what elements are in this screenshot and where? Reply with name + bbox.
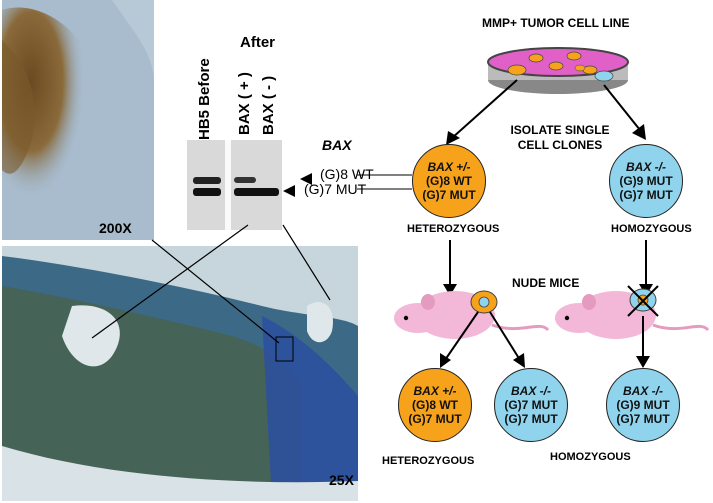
micrograph-200x-texture (2, 0, 154, 240)
tumor-het-line2: (G)7 MUT (408, 412, 462, 426)
clone-homozygous: BAX -/- (G)9 MUT (G)7 MUT (609, 144, 683, 218)
mag-200x-label: 200X (99, 220, 132, 236)
clone-heterozygous: BAX +/- (G)8 WT (G)7 MUT (412, 144, 486, 218)
clone-hom-line1: (G)9 MUT (619, 174, 673, 188)
bottom-hom-caption: HOMOZYGOUS (550, 451, 631, 463)
micrograph-25x: 25X (2, 246, 358, 501)
clone-het-genotype: BAX +/- (427, 160, 471, 174)
tumor-hom-a-genotype: BAX -/- (511, 384, 551, 398)
micrograph-200x: 200X (2, 0, 154, 240)
isolate-label-text: ISOLATE SINGLE CELL CLONES (510, 123, 610, 152)
gel-bands (187, 140, 282, 230)
bottom-het-caption: HETEROZYGOUS (382, 455, 475, 467)
tumor-heterozygous: BAX +/- (G)8 WT (G)7 MUT (398, 368, 472, 442)
gene-label-bax: BAX (322, 137, 352, 153)
clone-hom-line2: (G)7 MUT (619, 188, 673, 202)
tumor-homozygous-b: BAX -/- (G)9 MUT (G)7 MUT (606, 368, 680, 442)
clone-hom-genotype: BAX -/- (626, 160, 666, 174)
band-arrow-mut-icon (283, 185, 295, 197)
micrograph-25x-texture (2, 246, 358, 501)
band-label-wt: (G)8 WT (320, 166, 374, 182)
clone-hom-caption: HOMOZYGOUS (611, 223, 692, 235)
tumor-hom-b-line1: (G)9 MUT (616, 398, 670, 412)
tumor-hom-b-line2: (G)7 MUT (616, 412, 670, 426)
band-label-mut: (G)7 MUT (304, 181, 367, 197)
isolate-label: ISOLATE SINGLE CELL CLONES (510, 123, 610, 153)
clone-het-line1: (G)8 WT (426, 174, 472, 188)
clone-het-line2: (G)7 MUT (422, 188, 476, 202)
tumor-hom-a-line1: (G)7 MUT (504, 398, 558, 412)
band-arrow-wt-icon (300, 173, 312, 185)
nude-mice-label: NUDE MICE (512, 276, 580, 290)
cell-line-title: MMP+ TUMOR CELL LINE (482, 16, 630, 30)
tumor-het-genotype: BAX +/- (413, 384, 457, 398)
after-label: After (240, 34, 276, 51)
tumor-het-line1: (G)8 WT (412, 398, 458, 412)
tumor-homozygous-a: BAX -/- (G)7 MUT (G)7 MUT (494, 368, 568, 442)
clone-het-caption: HETEROZYGOUS (407, 223, 500, 235)
gel-image (187, 140, 282, 230)
mag-25x-label: 25X (329, 472, 354, 488)
tumor-hom-b-genotype: BAX -/- (623, 384, 663, 398)
tumor-hom-a-line2: (G)7 MUT (504, 412, 558, 426)
